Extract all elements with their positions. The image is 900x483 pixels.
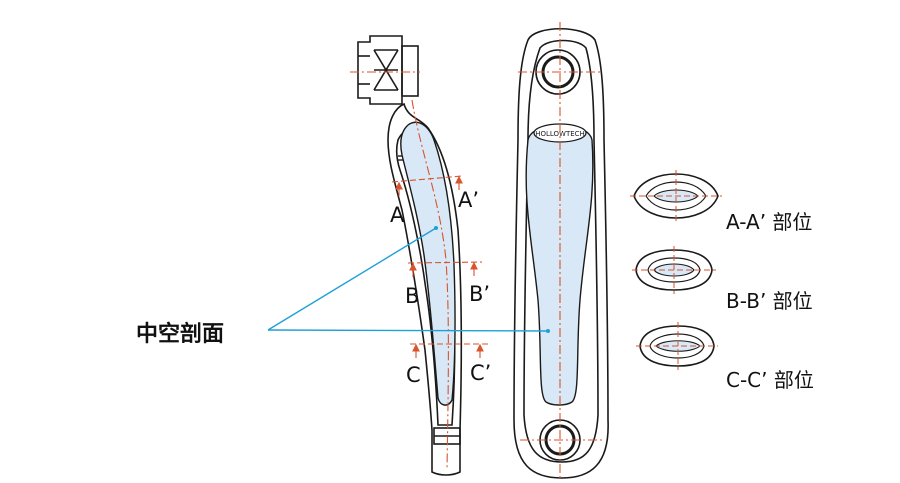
callout-label: 中空剖面 bbox=[136, 322, 225, 347]
section-cut-lines bbox=[391, 175, 488, 358]
callout-leader-lines bbox=[267, 227, 549, 332]
section-mark-a-end: A’ bbox=[458, 188, 480, 212]
spindle-block bbox=[357, 35, 419, 105]
section-mark-c-start: C bbox=[406, 363, 421, 387]
side-hollow-region bbox=[399, 121, 456, 406]
section-shape-c bbox=[636, 322, 718, 370]
front-center-lines bbox=[518, 22, 602, 478]
section-mark-b-end: B’ bbox=[469, 282, 491, 306]
section-shape-a bbox=[630, 170, 722, 222]
side-arm-outline bbox=[387, 102, 463, 476]
hollowtech-badge-text: HOLLOWTECH bbox=[535, 130, 585, 138]
section-caption-b: B-B’ 部位 bbox=[726, 289, 813, 313]
section-mark-c-end: C’ bbox=[470, 361, 492, 385]
callout-dot-side bbox=[434, 226, 438, 230]
section-mark-b-start: B bbox=[405, 284, 420, 308]
section-caption-c: C-C’ 部位 bbox=[726, 368, 814, 392]
callout-dot-front bbox=[546, 329, 550, 333]
front-arm-outline bbox=[513, 27, 609, 479]
section-caption-a: A-A’ 部位 bbox=[726, 210, 813, 234]
side-center-line bbox=[350, 71, 449, 471]
section-shape-b bbox=[632, 246, 716, 294]
section-mark-a-start: A bbox=[390, 203, 405, 227]
